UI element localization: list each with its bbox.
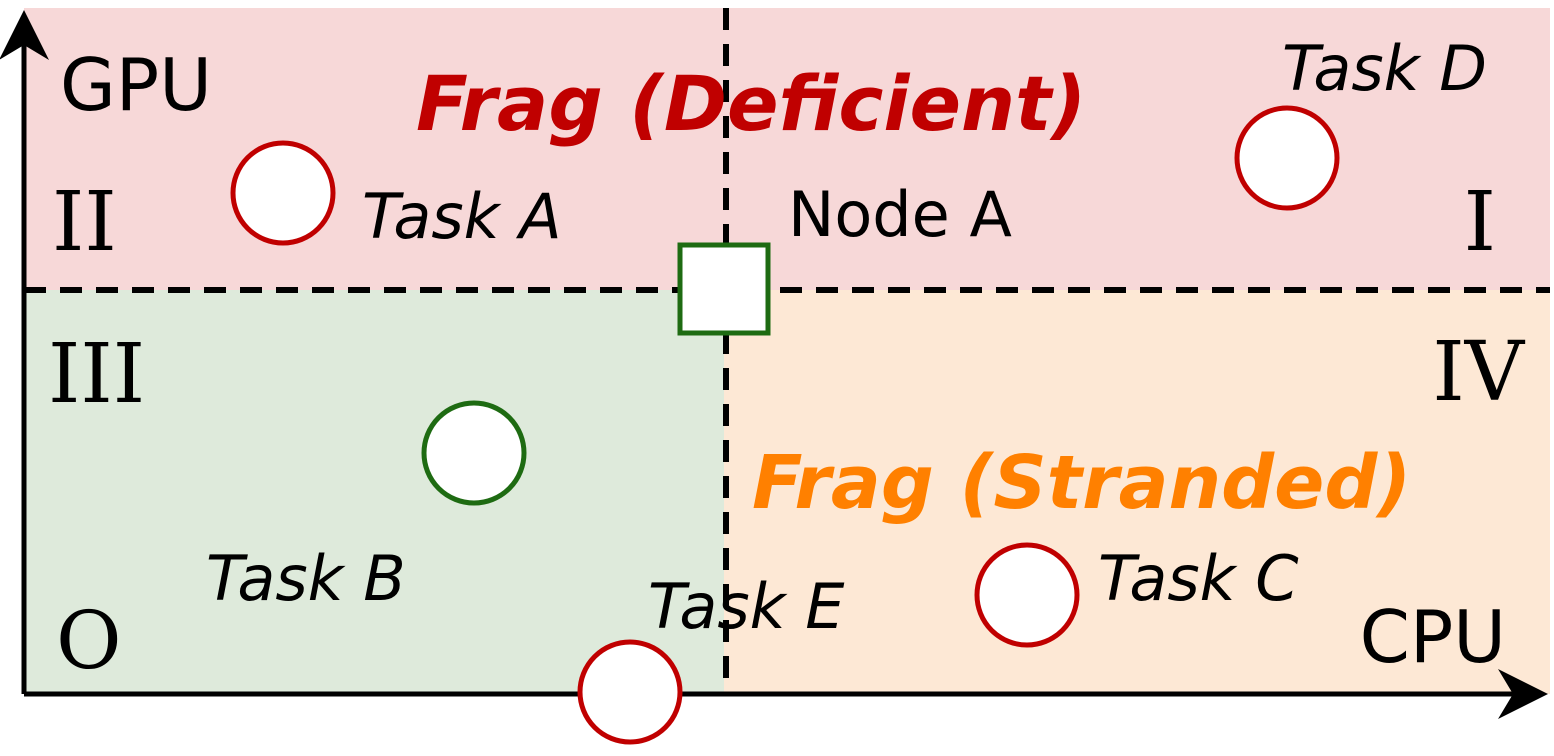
task-d-marker: [1234, 105, 1340, 211]
y-axis-label: GPU: [60, 43, 212, 127]
quadrant-3-label: III: [48, 327, 145, 422]
task-b-label: Task B: [206, 542, 406, 615]
fit-region: [24, 290, 724, 694]
deficient-region-label: Frag (Deficient): [416, 59, 1086, 148]
origin-label: O: [56, 594, 122, 687]
task-d-label: Task D: [1282, 32, 1487, 105]
x-axis-label: CPU: [1360, 595, 1506, 679]
task-e-label: Task E: [648, 570, 845, 643]
task-a-label: Task A: [362, 180, 562, 253]
node-a-marker: [677, 242, 771, 336]
node-a-label: Node A: [788, 178, 1012, 251]
task-c-label: Task C: [1098, 542, 1299, 615]
quadrant-1-label: I: [1464, 175, 1496, 270]
task-e-marker: [577, 639, 683, 745]
task-c-marker: [974, 542, 1080, 648]
stranded-region-label: Frag (Stranded): [752, 440, 1411, 526]
stranded-region: [724, 290, 1550, 694]
task-a-marker: [230, 140, 336, 246]
quadrant-4-label: IV: [1432, 325, 1525, 420]
quadrant-2-label: II: [52, 175, 117, 270]
task-b-marker: [421, 400, 527, 506]
